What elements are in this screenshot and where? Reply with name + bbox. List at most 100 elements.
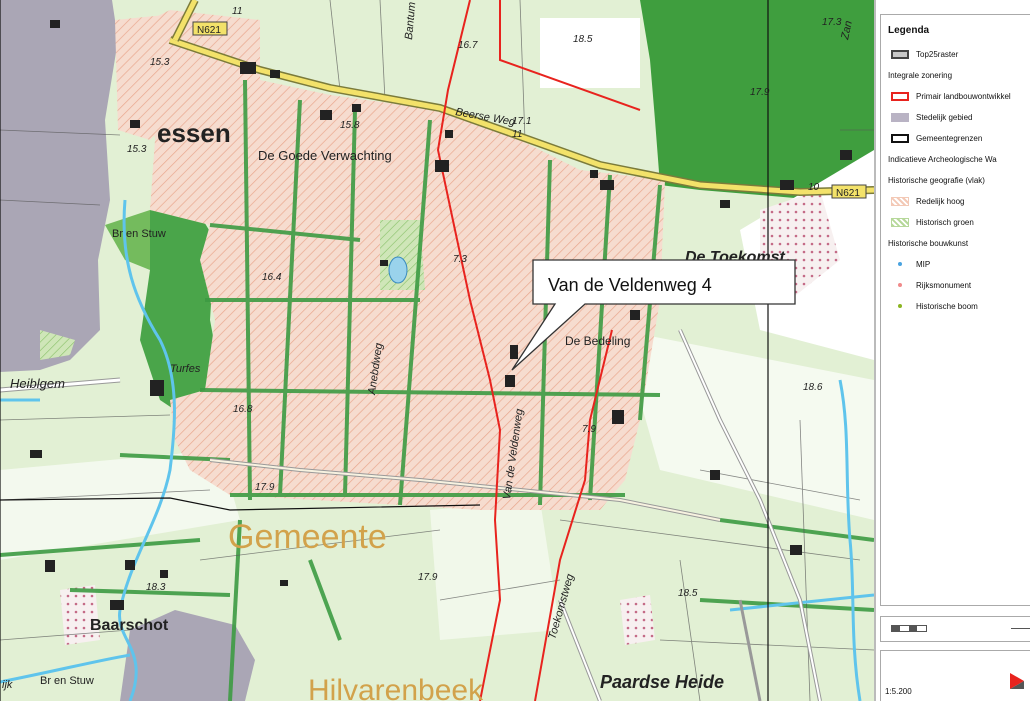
legend-heading: Historische geografie (vlak) xyxy=(888,172,1030,188)
historisch-groen xyxy=(40,330,75,360)
legend-item: Top25raster xyxy=(888,46,1030,62)
place-label-ijk: ijk xyxy=(2,679,13,691)
legend-swatch xyxy=(891,217,909,227)
legend-item: MIP xyxy=(888,256,1030,272)
spot-height: 18.5 xyxy=(573,34,593,45)
spot-height: 17.9 xyxy=(255,482,275,493)
spot-height: 17.3 xyxy=(822,17,842,28)
spot-height: 10 xyxy=(808,182,820,193)
historisch-groen xyxy=(620,595,655,645)
urban-area xyxy=(120,610,255,701)
legend-label: Gemeentegrenzen xyxy=(916,133,983,143)
legend-label: Historische geografie (vlak) xyxy=(888,175,985,185)
legend-dot-icon xyxy=(898,304,902,308)
spot-height: 16.7 xyxy=(458,40,478,51)
legend-label: Top25raster xyxy=(916,49,959,59)
legend-label: Integrale zonering xyxy=(888,70,953,80)
place-label-br-en-stuw: Br en Stuw xyxy=(40,675,94,687)
callout-label: Van de Veldenweg 4 xyxy=(548,275,712,295)
legend-label: Redelijk hoog xyxy=(916,196,965,206)
legend-label: Historische boom xyxy=(916,301,978,311)
callout-balloon[interactable]: Van de Veldenweg 4 xyxy=(511,259,796,371)
spot-height: 17.9 xyxy=(750,87,770,98)
scale-bar-line xyxy=(1011,628,1030,629)
place-label-essen: essen xyxy=(157,118,231,148)
legend-swatch xyxy=(891,196,909,206)
clearing xyxy=(540,18,640,88)
spot-height: 15.3 xyxy=(127,144,147,155)
legend-footer: 1:5.200 xyxy=(880,650,1030,701)
place-label-de-bedeling: De Bedeling xyxy=(565,334,630,348)
legend-label: Indicatieve Archeologische Wa xyxy=(888,154,997,164)
clearing xyxy=(430,500,560,640)
roads xyxy=(0,329,822,701)
legend-label: Rijksmonument xyxy=(916,280,972,290)
place-label-turfes: Turfes xyxy=(170,363,201,375)
historisch-groen xyxy=(60,585,100,645)
legend-label: Stedelijk gebied xyxy=(916,112,973,122)
svg-text:N621: N621 xyxy=(197,25,221,36)
place-label-paardse-heide: Paardse Heide xyxy=(600,672,724,692)
legend-item: Primair landbouwontwikkel xyxy=(888,88,1030,104)
legend-item: Historische boom xyxy=(888,298,1030,314)
forest-area xyxy=(105,210,150,270)
pond xyxy=(388,256,408,284)
legend-item: Gemeentegrenzen xyxy=(888,130,1030,146)
legend-item: Redelijk hoog xyxy=(888,193,1030,209)
road-label-zand: Zan xyxy=(839,20,855,42)
spot-height: 7.9 xyxy=(582,424,596,435)
legend-swatch xyxy=(891,91,909,101)
spot-height: 7.3 xyxy=(453,254,467,265)
scale-label: 1:5.200 xyxy=(885,687,912,696)
north-arrow-icon xyxy=(1010,673,1024,689)
road-n621 xyxy=(168,0,874,197)
road-label-bantum: Bantum xyxy=(403,1,418,40)
place-label-hilvarenbeek: Hilvarenbeek xyxy=(308,674,484,701)
spot-heights: 15.3 15.3 15.8 16.4 16.8 16.7 17.1 7.3 7… xyxy=(127,6,842,599)
legend-dot-icon xyxy=(898,283,902,287)
historische-geografie-redelijk-hoog xyxy=(115,15,170,140)
clearing xyxy=(0,450,240,560)
legend-heading: Integrale zonering xyxy=(888,67,1030,83)
spot-height: 17.1 xyxy=(512,116,531,127)
spot-height: 18.5 xyxy=(678,588,698,599)
legend-swatch xyxy=(891,49,909,59)
legend-item: Stedelijk gebied xyxy=(888,109,1030,125)
legend-label: Primair landbouwontwikkel xyxy=(916,91,1011,101)
clearing xyxy=(620,330,874,520)
gemeentegrens xyxy=(0,0,769,701)
spot-height: 18.3 xyxy=(146,582,166,593)
place-label-baarschot: Baarschot xyxy=(90,617,169,634)
spot-height: 18.6 xyxy=(803,382,823,393)
urban-area xyxy=(0,0,118,372)
primair-landbouw-boundary xyxy=(436,0,641,701)
spot-height: 15.8 xyxy=(340,120,360,131)
map-view[interactable]: essen Gemeente Baarschot Hilvarenbeek He… xyxy=(0,0,874,701)
legend-label: Historisch groen xyxy=(916,217,974,227)
legend-swatch xyxy=(891,112,909,122)
map-canvas[interactable]: essen Gemeente Baarschot Hilvarenbeek He… xyxy=(0,0,874,701)
spot-height: 11 xyxy=(512,129,522,140)
waterways xyxy=(0,199,874,701)
legend-swatch xyxy=(891,133,909,143)
spot-height: 16.8 xyxy=(233,404,253,415)
road-label-n621: N621 xyxy=(831,184,867,199)
place-label-heiblgem: Heiblgem xyxy=(10,376,65,391)
spot-height: 17.9 xyxy=(418,572,438,583)
legend-dot-icon xyxy=(898,262,902,266)
legend-item: Historisch groen xyxy=(888,214,1030,230)
spot-height: 15.3 xyxy=(150,57,170,68)
svg-text:N621: N621 xyxy=(836,188,860,199)
legend-label: MIP xyxy=(916,259,931,269)
forest-area xyxy=(640,0,874,205)
legend-label: Historische bouwkunst xyxy=(888,238,969,248)
legend-title: Legenda xyxy=(888,25,930,36)
scale-bar xyxy=(891,625,927,632)
legend-heading: Indicatieve Archeologische Wa xyxy=(888,151,1030,167)
spot-height: 11 xyxy=(232,6,242,17)
place-label-de-goede-verwachting: De Goede Verwachting xyxy=(258,148,392,163)
legend-item: Rijksmonument xyxy=(888,277,1030,293)
spot-height: 16.4 xyxy=(262,272,282,283)
